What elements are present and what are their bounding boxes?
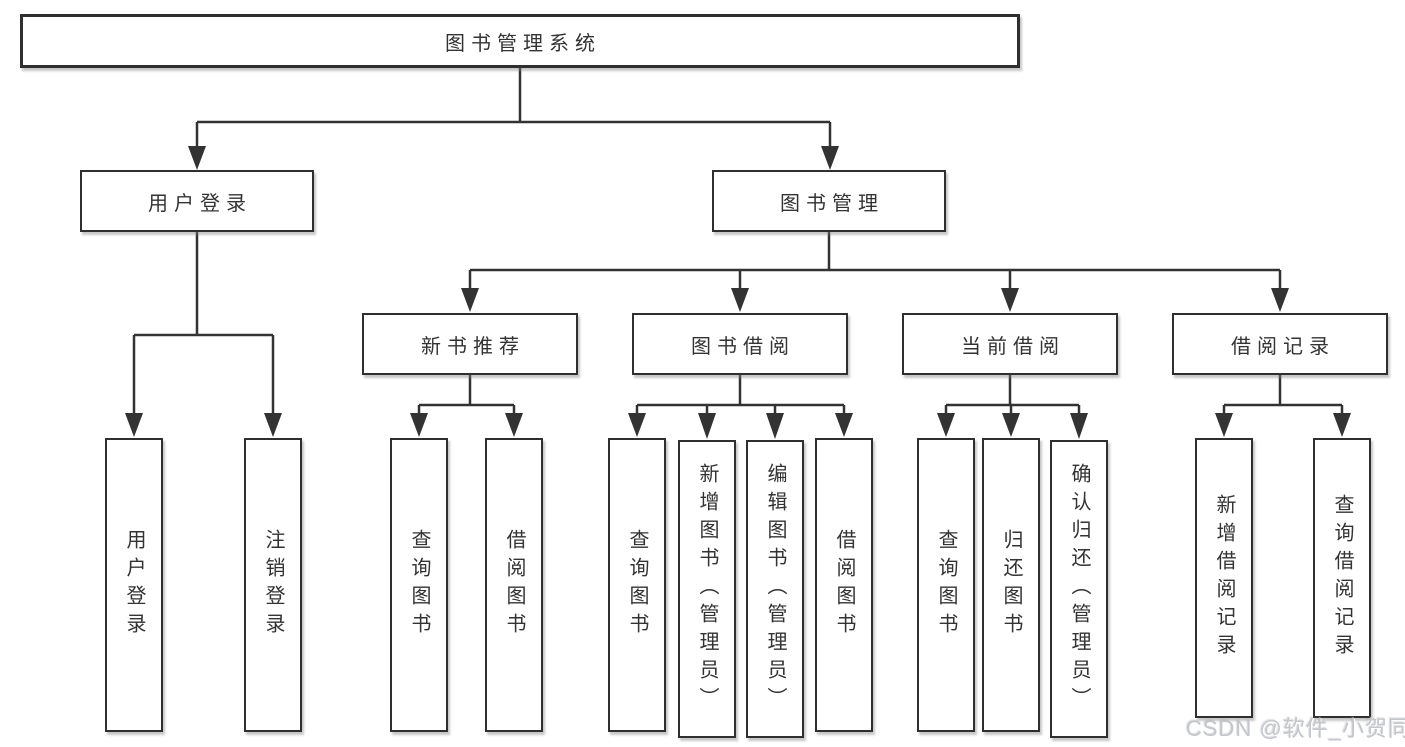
leaf-confirm-return-admin: 确认归还（管理员） [1050, 440, 1108, 738]
connector-book-management-branch [461, 232, 1289, 312]
connector-new-book-recommend-branch [410, 375, 523, 437]
leaf-return-books-label: 归还图书 [1000, 529, 1022, 641]
leaf-borrow-books-borrow: 借阅图书 [815, 438, 873, 732]
node-user-login: 用户登录 [80, 170, 314, 232]
leaf-confirm-return-admin-label: 确认归还（管理员） [1068, 463, 1090, 715]
leaf-user-login-label: 用户登录 [123, 529, 145, 641]
node-book-management: 图书管理 [712, 170, 946, 232]
node-new-book-recommend: 新书推荐 [362, 313, 578, 375]
leaf-edit-book-admin: 编辑图书（管理员） [746, 440, 804, 738]
node-library-system: 图书管理系统 [20, 14, 1020, 68]
connector-user-login-branch [125, 232, 282, 437]
leaf-query-books-borrow: 查询图书 [608, 438, 666, 732]
leaf-add-book-admin-label: 新增图书（管理员） [696, 463, 718, 715]
watermark: CSDN @软件_小贺同学 [1186, 716, 1405, 741]
leaf-add-borrow-record: 新增借阅记录 [1195, 438, 1253, 718]
leaf-user-login: 用户登录 [105, 438, 163, 732]
leaf-add-borrow-record-label: 新增借阅记录 [1213, 494, 1235, 662]
connector-root-branch [188, 67, 839, 170]
leaf-query-books-recommend: 查询图书 [390, 438, 448, 732]
node-borrow-records: 借阅记录 [1172, 313, 1388, 375]
leaf-borrow-books-recommend: 借阅图书 [485, 438, 543, 732]
node-current-borrow: 当前借阅 [902, 313, 1118, 375]
leaf-logout: 注销登录 [244, 438, 302, 732]
connector-current-borrow-branch [937, 375, 1088, 439]
leaf-query-borrow-record: 查询借阅记录 [1313, 438, 1371, 718]
leaf-query-books-current-label: 查询图书 [935, 529, 957, 641]
leaf-query-books-current: 查询图书 [917, 438, 975, 732]
leaf-add-book-admin: 新增图书（管理员） [678, 440, 736, 738]
leaf-logout-label: 注销登录 [262, 529, 284, 641]
connector-borrow-records-branch [1215, 375, 1351, 437]
leaf-borrow-books-borrow-label: 借阅图书 [833, 529, 855, 641]
connector-book-borrow-branch [628, 375, 853, 439]
leaf-edit-book-admin-label: 编辑图书（管理员） [764, 463, 786, 715]
leaf-query-books-recommend-label: 查询图书 [408, 529, 430, 641]
leaf-query-books-borrow-label: 查询图书 [626, 529, 648, 641]
leaf-borrow-books-recommend-label: 借阅图书 [503, 529, 525, 641]
leaf-return-books: 归还图书 [982, 438, 1040, 732]
node-book-borrow: 图书借阅 [632, 313, 848, 375]
leaf-query-borrow-record-label: 查询借阅记录 [1331, 494, 1353, 662]
